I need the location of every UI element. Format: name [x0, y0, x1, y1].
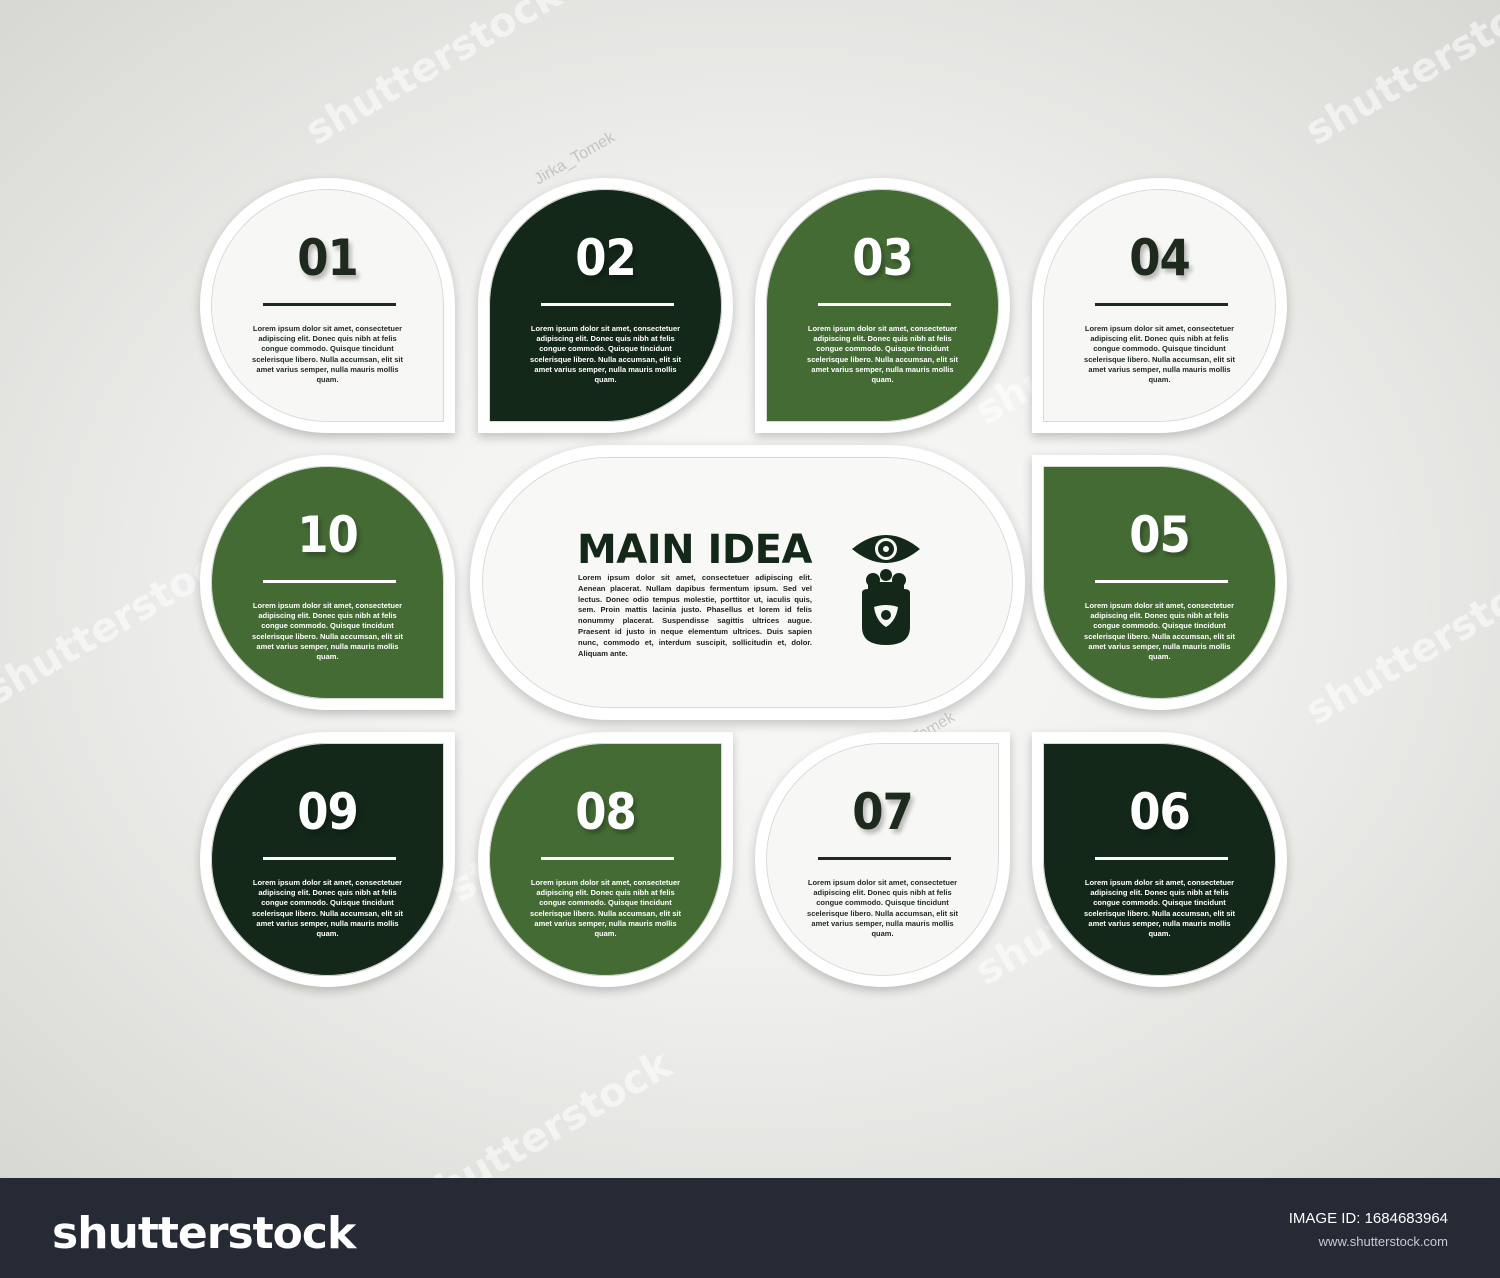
- step-04: 04 Lorem ipsum dolor sit amet, consectet…: [1032, 178, 1287, 433]
- step-text: Lorem ipsum dolor sit amet, consectetuer…: [252, 878, 403, 939]
- main-idea-title: MAIN IDEA: [577, 527, 812, 573]
- divider: [1095, 857, 1228, 860]
- step-number: 10: [297, 506, 359, 564]
- eye-icon: [852, 535, 920, 563]
- step-number: 05: [1129, 506, 1191, 564]
- step-06: 06 Lorem ipsum dolor sit amet, consectet…: [1032, 732, 1287, 987]
- divider: [1095, 580, 1228, 583]
- footer-url[interactable]: www.shutterstock.com: [1318, 1234, 1448, 1249]
- step-number: 08: [575, 783, 637, 841]
- footer-logo[interactable]: shutterstock: [52, 1208, 356, 1259]
- footer-bar: shutterstock IMAGE ID: 1684683964 www.sh…: [0, 1178, 1500, 1278]
- step-text: Lorem ipsum dolor sit amet, consectetuer…: [1084, 878, 1235, 939]
- divider: [818, 857, 951, 860]
- watermark: shutterstock: [297, 0, 569, 155]
- head-icon: [862, 569, 910, 645]
- step-number: 04: [1129, 229, 1191, 287]
- step-text: Lorem ipsum dolor sit amet, consectetuer…: [530, 324, 681, 385]
- main-idea-text: Lorem ipsum dolor sit amet, consectetuer…: [578, 573, 812, 658]
- divider: [1095, 303, 1228, 306]
- step-number: 03: [852, 229, 914, 287]
- divider: [263, 857, 396, 860]
- infographic-canvas: shutterstock shutterstock shutterstock s…: [0, 0, 1500, 1178]
- step-08: 08 Lorem ipsum dolor sit amet, consectet…: [478, 732, 733, 987]
- step-number: 06: [1129, 783, 1191, 841]
- step-01: 01 Lorem ipsum dolor sit amet, consectet…: [200, 178, 455, 433]
- step-text: Lorem ipsum dolor sit amet, consectetuer…: [807, 324, 958, 385]
- step-text: Lorem ipsum dolor sit amet, consectetuer…: [530, 878, 681, 939]
- step-text: Lorem ipsum dolor sit amet, consectetuer…: [807, 878, 958, 939]
- step-09: 09 Lorem ipsum dolor sit amet, consectet…: [200, 732, 455, 987]
- divider: [541, 857, 674, 860]
- divider: [263, 580, 396, 583]
- step-number: 02: [575, 229, 637, 287]
- divider: [541, 303, 674, 306]
- step-text: Lorem ipsum dolor sit amet, consectetuer…: [1084, 601, 1235, 662]
- divider: [263, 303, 396, 306]
- step-number: 09: [297, 783, 359, 841]
- divider: [818, 303, 951, 306]
- step-02: 02 Lorem ipsum dolor sit amet, consectet…: [478, 178, 733, 433]
- head-with-eye-icon: [852, 535, 920, 645]
- watermark: shutterstock: [1297, 551, 1500, 735]
- step-text: Lorem ipsum dolor sit amet, consectetuer…: [252, 324, 403, 385]
- step-10: 10 Lorem ipsum dolor sit amet, consectet…: [200, 455, 455, 710]
- step-number: 01: [297, 229, 359, 287]
- step-03: 03 Lorem ipsum dolor sit amet, consectet…: [755, 178, 1010, 433]
- step-text: Lorem ipsum dolor sit amet, consectetuer…: [1084, 324, 1235, 385]
- image-id: IMAGE ID: 1684683964: [1288, 1210, 1448, 1227]
- step-05: 05 Lorem ipsum dolor sit amet, consectet…: [1032, 455, 1287, 710]
- step-text: Lorem ipsum dolor sit amet, consectetuer…: [252, 601, 403, 662]
- watermark: shutterstock: [407, 1041, 679, 1178]
- main-idea-panel: MAIN IDEA Lorem ipsum dolor sit amet, co…: [470, 445, 1025, 720]
- step-07: 07 Lorem ipsum dolor sit amet, consectet…: [755, 732, 1010, 987]
- watermark: shutterstock: [1297, 0, 1500, 155]
- step-number: 07: [852, 783, 914, 841]
